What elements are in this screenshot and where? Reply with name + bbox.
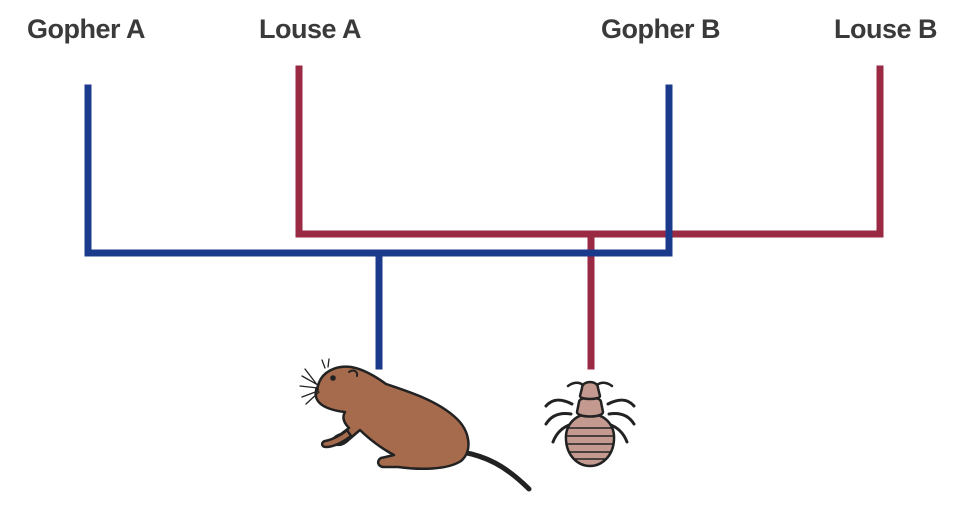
gopher-icon xyxy=(299,358,532,492)
gopher-tree xyxy=(84,84,673,370)
louse-tree xyxy=(295,65,884,370)
label-louse-b: Louse B xyxy=(834,14,937,44)
label-gopher-a: Gopher A xyxy=(27,14,145,44)
louse-icon xyxy=(544,380,636,468)
label-gopher-b: Gopher B xyxy=(601,14,720,44)
label-louse-a: Louse A xyxy=(259,14,361,44)
